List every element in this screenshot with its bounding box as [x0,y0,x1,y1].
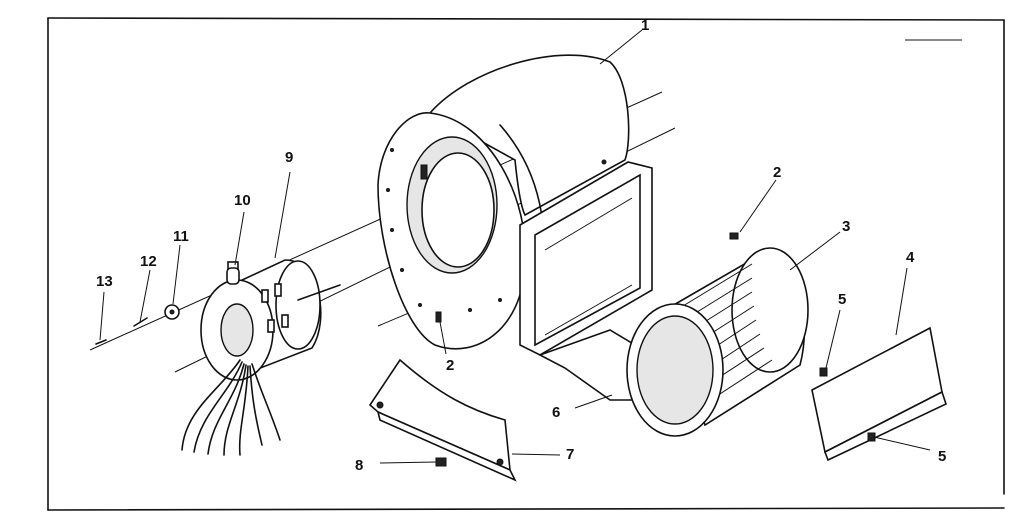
screw-part-5-bottom [867,432,876,442]
motor-vents [261,283,289,333]
bolt-part-8 [435,457,447,467]
diagram-frame [47,17,1005,511]
callout-10: 10 [234,192,251,209]
screw-part-2-bottom [435,311,442,323]
callout-13: 13 [96,273,113,290]
mount-bracket [368,358,517,482]
callout-4: 4 [906,249,915,266]
callout-5-top: 5 [838,291,846,308]
leader-lines [99,29,931,464]
motor-lead-wires [181,359,281,456]
callout-2-top: 2 [773,164,781,181]
housing-rivets [386,148,607,312]
callout-8: 8 [355,457,363,474]
blower-wheel [626,247,809,437]
cutoff-plate [811,326,947,462]
set-screw-part-13 [95,339,107,345]
callout-2-bottom: 2 [446,357,454,374]
callout-labels: 1 2 3 4 5 5 6 7 8 2 9 10 11 12 13 [96,17,946,474]
callout-11: 11 [173,228,189,245]
callout-7: 7 [566,446,574,463]
callout-12: 12 [140,253,157,270]
hub-part-11 [164,304,180,320]
screw-part-5-top [819,367,828,377]
callout-9: 9 [285,149,293,166]
motor [200,259,341,381]
callout-1: 1 [641,17,649,34]
callout-5-bottom: 5 [938,448,946,465]
callout-6: 6 [552,404,560,421]
screw-part-2-top [729,232,739,240]
blower-housing [377,54,653,401]
capacitor-part-10 [226,267,240,285]
callout-3: 3 [842,218,850,235]
